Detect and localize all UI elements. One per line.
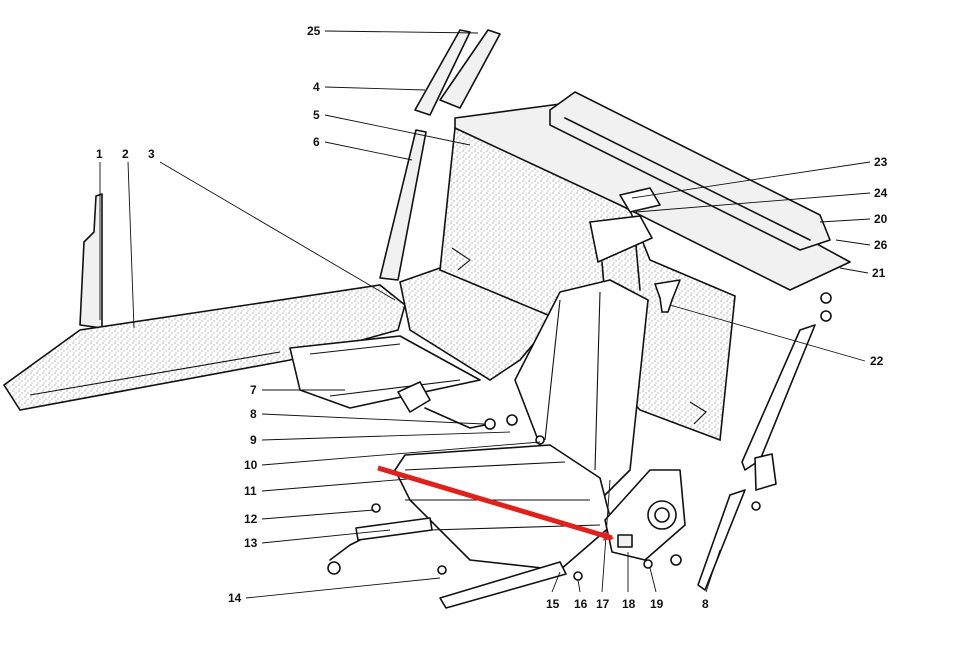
callout-14: 14	[228, 591, 242, 605]
clip-part	[654, 279, 681, 313]
callout-labels: 1 2 3 4 5 6 7 8 9 10 11 12 13 14 15 16 1…	[96, 24, 888, 611]
callout-7: 7	[250, 383, 257, 397]
highlight-arrow	[377, 465, 614, 541]
callout-8b: 8	[702, 597, 709, 611]
pillar-trim-parts	[379, 29, 501, 281]
callout-3: 3	[148, 147, 155, 161]
callout-5: 5	[313, 108, 320, 122]
leader-lines	[99, 30, 871, 599]
callout-21: 21	[872, 266, 886, 280]
callout-15: 15	[546, 597, 560, 611]
callout-25: 25	[307, 24, 321, 38]
sill-carpet-part	[2, 284, 406, 411]
callout-26: 26	[874, 238, 888, 252]
callout-4: 4	[313, 80, 320, 94]
callout-11: 11	[244, 484, 257, 498]
callout-24: 24	[874, 186, 888, 200]
seat-rail-parts	[327, 517, 567, 609]
callout-19: 19	[650, 597, 664, 611]
parcel-shelf-parts	[454, 91, 851, 291]
callout-9: 9	[250, 433, 257, 447]
fastener-parts	[371, 381, 761, 581]
callout-23: 23	[874, 155, 888, 169]
callout-20: 20	[874, 212, 888, 226]
callout-22: 22	[870, 354, 884, 368]
callout-1: 1	[96, 147, 103, 161]
callout-17: 17	[596, 597, 610, 611]
callout-2: 2	[122, 147, 129, 161]
seat-adjuster-part	[604, 469, 686, 561]
callout-16: 16	[574, 597, 588, 611]
side-trim-part	[79, 193, 103, 329]
callout-12: 12	[244, 512, 258, 526]
seat-belt-part	[697, 292, 832, 591]
callout-6: 6	[313, 135, 320, 149]
callout-8: 8	[250, 407, 257, 421]
callout-18: 18	[622, 597, 636, 611]
callout-13: 13	[244, 536, 258, 550]
callout-10: 10	[244, 458, 258, 472]
